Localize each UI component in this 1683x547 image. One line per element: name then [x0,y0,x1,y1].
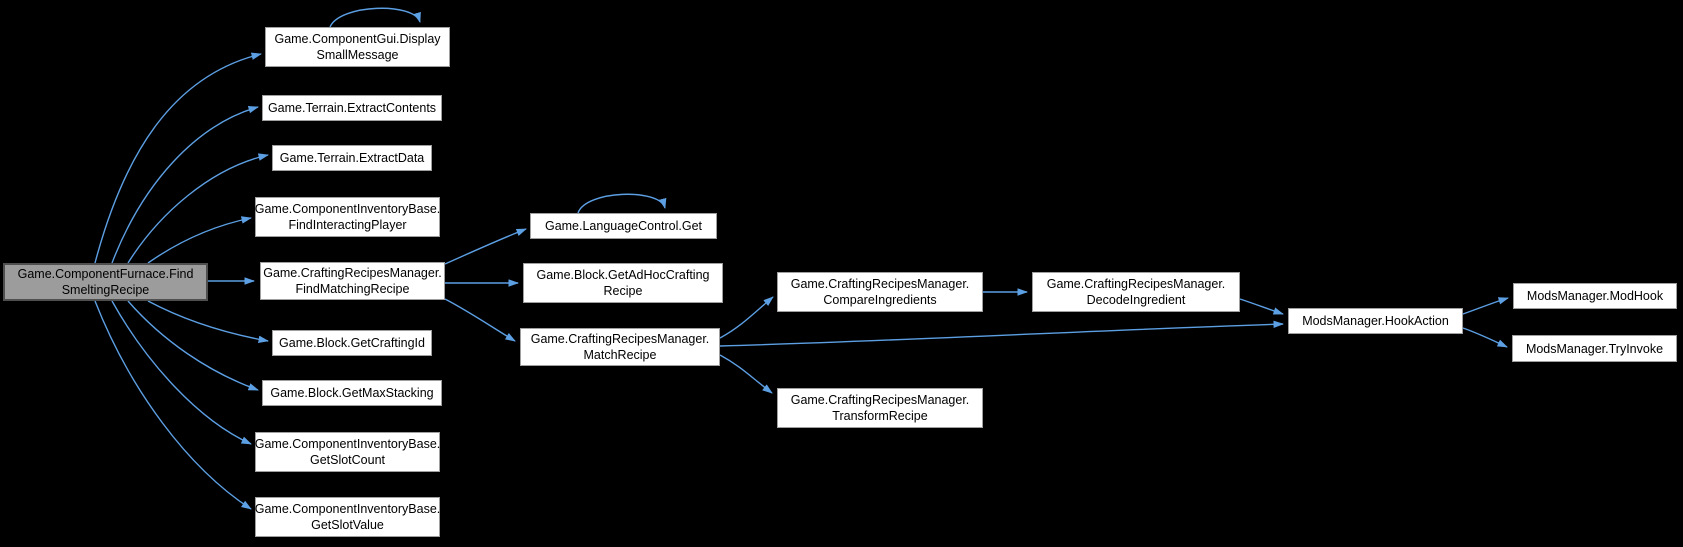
edge-main-to-find-interacting-player [147,216,252,264]
node-label: Game.ComponentGui.Display [274,32,441,46]
edge-main-to-get-slot-value [94,300,252,510]
node-label: TransformRecipe [832,409,928,423]
node-label: GetSlotValue [311,518,384,532]
node-find-matching-recipe[interactable]: Game.CraftingRecipesManager. FindMatchin… [260,262,445,300]
node-label: FindInteractingPlayer [288,218,407,232]
edge-main-to-extract-data [127,153,269,264]
node-language-control-get[interactable]: Game.LanguageControl.Get [530,213,717,239]
node-label: Game.CraftingRecipesManager. [530,332,710,346]
node-extract-data[interactable]: Game.Terrain.ExtractData [272,145,432,171]
edge-main-to-display-small-message [94,52,262,264]
node-label: Game.Block.GetAdHocCrafting [536,268,710,282]
node-label: MatchRecipe [583,348,657,362]
node-try-invoke[interactable]: ModsManager.TryInvoke [1512,335,1677,362]
node-label: FindMatchingRecipe [295,282,410,296]
node-get-slot-count[interactable]: Game.ComponentInventoryBase. GetSlotCoun… [255,432,440,472]
node-label: ModsManager.TryInvoke [1525,341,1664,356]
edge-main-to-get-max-stacking [127,300,259,391]
node-get-max-stacking[interactable]: Game.Block.GetMaxStacking [262,380,442,406]
node-label: Game.Terrain.ExtractData [279,151,425,165]
node-extract-contents[interactable]: Game.Terrain.ExtractContents [262,95,442,121]
node-label: Game.Block.GetCraftingId [279,336,425,350]
edge-hook-action-to-mod-hook [1462,297,1509,315]
edge-match-recipe-to-transform-recipe [719,354,773,394]
edge-main-to-get-crafting-id [147,300,269,344]
self-loop-language-control-get [577,193,667,214]
node-label: Game.CraftingRecipesManager. [1046,277,1226,291]
node-label: ModsManager.HookAction [1302,314,1449,328]
node-label: Game.ComponentInventoryBase. [254,202,441,216]
node-label: SmeltingRecipe [61,283,150,297]
node-label: Game.CraftingRecipesManager. [263,266,442,280]
node-label: CompareIngredients [823,293,937,307]
node-label: Recipe [603,284,643,298]
node-transform-recipe[interactable]: Game.CraftingRecipesManager. TransformRe… [777,388,983,428]
node-hook-action[interactable]: ModsManager.HookAction [1288,308,1463,334]
node-find-smelting-recipe[interactable]: Game.ComponentFurnace.Find SmeltingRecip… [3,263,208,301]
node-label: Game.Terrain.ExtractContents [267,101,437,115]
node-label: Game.CraftingRecipesManager. [790,393,970,407]
edge-find-matching-recipe-to-language-control-get [444,228,527,265]
node-label: SmallMessage [316,48,399,62]
node-label: GetSlotCount [309,453,386,467]
node-get-crafting-id[interactable]: Game.Block.GetCraftingId [272,330,432,356]
node-get-slot-value[interactable]: Game.ComponentInventoryBase. GetSlotValu… [255,497,440,537]
self-loop-display-small-message [329,7,421,28]
node-get-ad-hoc-crafting-recipe[interactable]: Game.Block.GetAdHocCrafting Recipe [523,263,723,303]
node-compare-ingredients[interactable]: Game.CraftingRecipesManager. CompareIngr… [777,272,983,312]
node-label: ModsManager.ModHook [1526,289,1664,303]
edge-match-recipe-to-hook-action [719,320,1284,347]
node-label: Game.ComponentInventoryBase. [254,502,441,516]
node-decode-ingredient[interactable]: Game.CraftingRecipesManager. DecodeIngre… [1032,272,1240,312]
node-label: Game.ComponentFurnace.Find [17,267,194,281]
node-label: Game.Block.GetMaxStacking [270,386,434,400]
edge-match-recipe-to-compare-ingredients [719,296,774,339]
edge-main-to-get-slot-count [111,300,252,445]
node-mod-hook[interactable]: ModsManager.ModHook [1513,283,1677,309]
edge-find-matching-recipe-to-match-recipe [444,298,516,342]
edge-hook-action-to-try-invoke [1462,327,1508,348]
edge-decode-ingredient-to-hook-action [1239,298,1284,315]
node-label: Game.CraftingRecipesManager. [790,277,970,291]
node-find-interacting-player[interactable]: Game.ComponentInventoryBase. FindInterac… [255,197,440,237]
node-match-recipe[interactable]: Game.CraftingRecipesManager. MatchRecipe [520,328,720,366]
node-display-small-message[interactable]: Game.ComponentGui.Display SmallMessage [265,27,450,67]
node-label: DecodeIngredient [1086,293,1186,307]
node-label: Game.ComponentInventoryBase. [254,437,441,451]
node-label: Game.LanguageControl.Get [544,219,703,233]
edge-main-to-extract-contents [111,106,259,264]
